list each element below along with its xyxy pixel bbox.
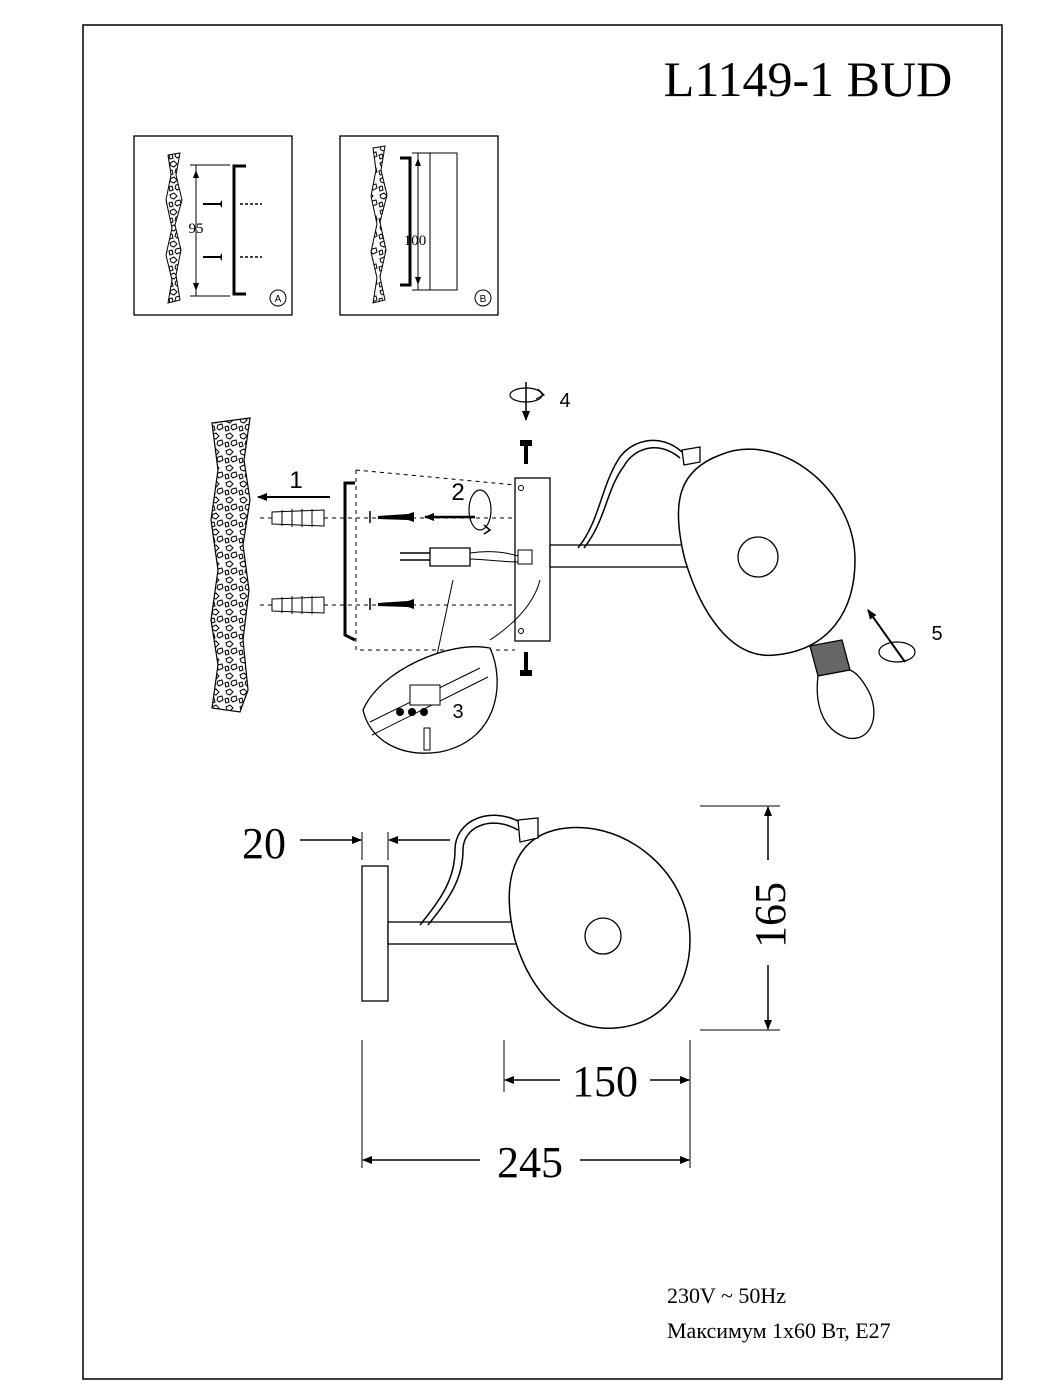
dimension-depth: 20 (242, 819, 286, 868)
wall-plug-icon (271, 509, 325, 527)
screw-icon (520, 652, 532, 676)
rotate-icon (878, 641, 916, 663)
dimension-total-length: 245 (497, 1138, 563, 1187)
spec-voltage: 230V ~ 50Hz (667, 1283, 786, 1308)
dimension-height: 165 (746, 882, 795, 948)
screw-icon (203, 200, 262, 208)
inset-b: 100 B (339, 135, 499, 316)
exploded-view: 1 2 (210, 382, 943, 754)
inset-a: 95 A (133, 135, 293, 316)
inset-a-dimension: 95 (189, 221, 204, 237)
step-5-number: 5 (931, 623, 942, 645)
lamp-socket (584, 917, 622, 955)
inset-b-dimension: 100 (404, 233, 427, 249)
step-3-number: 3 (452, 701, 463, 723)
model-title: L1149-1 BUD (664, 51, 952, 107)
step-5-arrow (867, 609, 906, 663)
terminal-block (429, 547, 471, 567)
dimension-view: 20 165 150 245 (242, 805, 795, 1187)
crystal-strip-icon (165, 152, 183, 304)
spec-max-power: Максимум 1x60 Вт, E27 (667, 1318, 891, 1343)
crystal-strip-icon (370, 145, 388, 304)
crystal-strip-icon (210, 417, 251, 713)
screw-icon (369, 511, 414, 523)
bulb-icon (809, 639, 875, 739)
inset-a-label: A (275, 294, 282, 305)
page-frame (82, 24, 1003, 1380)
mounting-bracket (343, 481, 356, 642)
step-4-number: 4 (559, 390, 570, 412)
screwdriver-icon (423, 727, 431, 751)
inset-b-label: B (480, 294, 487, 305)
step-1-number: 1 (289, 467, 302, 494)
screw-icon (369, 598, 414, 610)
screw-icon (520, 440, 532, 464)
rotate-icon (468, 489, 492, 531)
screw-icon (203, 253, 262, 261)
dimension-shade-width: 150 (572, 1057, 638, 1106)
step-2-number: 2 (451, 479, 464, 506)
wall-plug-icon (271, 596, 325, 614)
wall-plate (361, 865, 389, 1002)
lamp-socket (737, 536, 779, 578)
